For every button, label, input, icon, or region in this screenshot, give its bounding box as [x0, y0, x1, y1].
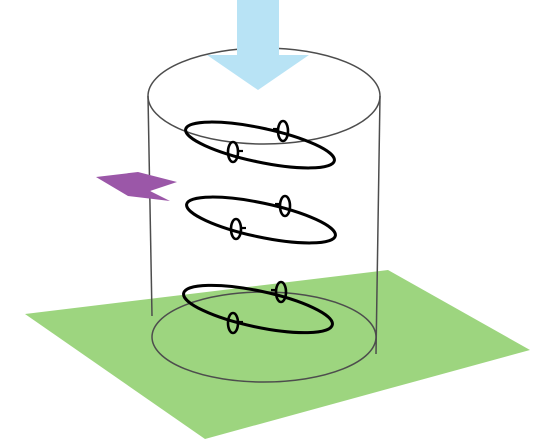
loop-1-ring-left: [226, 140, 240, 164]
loop-3-path: [182, 283, 334, 335]
loop-3-ring-right: [274, 280, 288, 304]
loop-2-path: [185, 195, 337, 245]
loop-3: [182, 280, 334, 335]
loop-1-ring-right: [276, 119, 290, 143]
loop-1-path: [184, 120, 336, 170]
downward-arrow: [207, 0, 309, 90]
loop-1: [184, 119, 336, 170]
side-arrow: [96, 172, 177, 201]
cylinder-right-side: [375, 95, 381, 355]
loop-2-ring-right: [278, 194, 292, 218]
cylinder-left-side: [147, 95, 153, 317]
loop-2: [185, 194, 337, 245]
